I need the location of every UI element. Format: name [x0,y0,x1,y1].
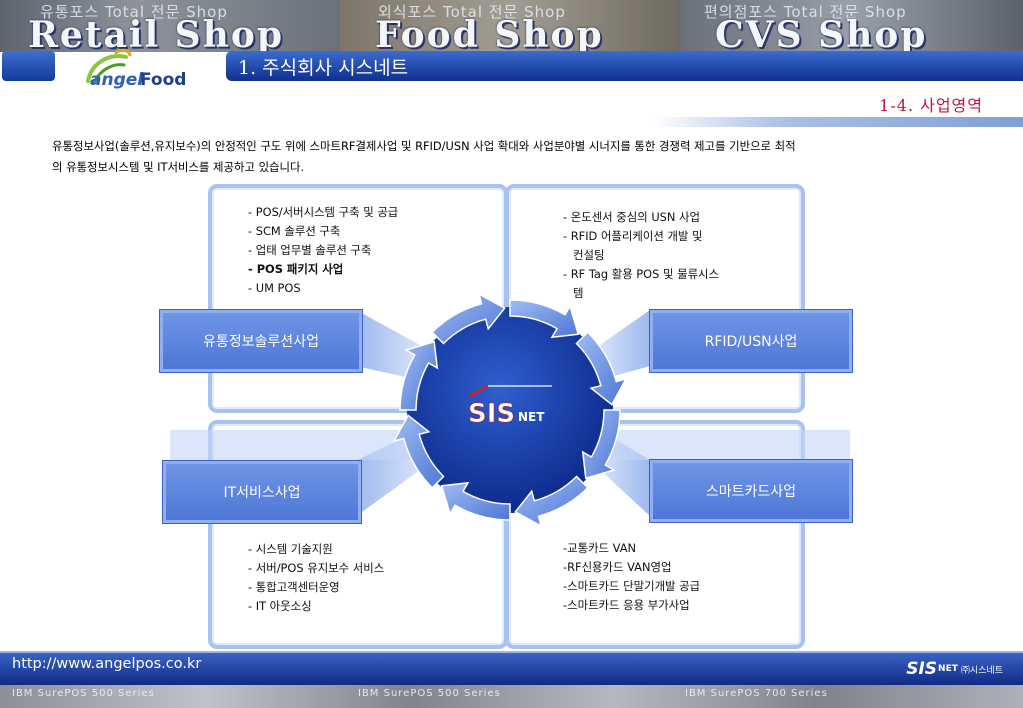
section-underline [653,117,1023,127]
cycle-arrow [581,409,621,480]
list-item: -스마트카드 단말기개발 공급 [563,579,701,593]
label-it-service: IT서비스사업 [163,461,361,523]
banner-photo-cvs [680,0,1023,52]
list-item: - RFID 어플리케이션 개발 및 [563,229,703,243]
header-left-tab [2,51,55,81]
list-item: - POS/서버시스템 구축 및 공급 [248,205,399,219]
list-item: - 온도센서 중심의 USN 사업 [563,210,700,224]
section-title: 1-4. 사업영역 [879,96,983,115]
label-distribution-solution: 유통정보솔루션사업 [160,310,362,372]
list-item: - RF Tag 활용 POS 및 물류시스 [563,267,720,281]
footer-strip-text: IBM SurePOS 700 Series [685,688,828,699]
page-title: 1. 주식회사 시스네트 [238,57,409,79]
intro-line-1: 유통정보사업(솔루션,유지보수)의 안정적인 구도 위에 스마트RF결제사업 및… [52,139,796,153]
list-item: - IT 아웃소싱 [248,599,312,613]
cycle-arrows [392,292,628,528]
banner-photo-retail [0,0,340,52]
banner-photo-food [340,0,680,52]
list-item: - 서버/POS 유지보수 서비스 [248,561,385,575]
angelfood-logo: angel Food [86,48,186,90]
list-rfid-usn: - 온도센서 중심의 USN 사업 - RFID 어플리케이션 개발 및 컨설팅… [563,208,719,303]
beam-band-left [170,430,415,460]
banner-tag-food: 외식포스 Total 전문 Shop [378,3,566,21]
cycle-arrow [431,292,506,345]
intro-paragraph: 유통정보사업(솔루션,유지보수)의 안정적인 구도 위에 스마트RF결제사업 및… [52,136,982,178]
title-bar [226,51,1023,81]
label-rfid-usn: RFID/USN사업 [650,310,852,372]
list-item: - SCM 솔루션 구축 [248,224,341,238]
logo-text-angel: angel [90,70,144,90]
footer-strip-text: IBM SurePOS 500 Series [12,688,155,699]
footer-brand-company: ㈜시스네트 [960,665,1003,676]
list-item: - 통합고객센터운영 [248,580,340,594]
banner-title-cvs: CVS Shop [715,14,928,52]
center-cycle: SIS NET [392,292,628,528]
list-item: - 업태 업무별 솔루션 구축 [248,243,372,257]
beam-top-right [600,310,650,380]
list-item: 컨설팅 [573,248,605,262]
center-circle [407,307,613,513]
logo-text-food: Food [140,70,186,90]
cycle-arrow [399,340,439,411]
list-it-service: - 시스템 기술지원 - 서버/POS 유지보수 서비스 - 통합고객센터운영 … [248,540,384,616]
footer-bar [0,651,1023,687]
cycle-arrow [509,299,580,339]
list-item: 템 [573,286,584,300]
cycle-arrow [514,475,589,528]
list-item: -RF신용카드 VAN영업 [563,560,672,574]
list-item: - 시스템 기술지원 [248,542,333,556]
footer-brand-main: SIS [906,659,938,679]
banner-title-food: Food Shop [375,14,604,52]
beam-band-right [605,430,850,460]
list-item: -스마트카드 응용 부가사업 [563,598,690,612]
cycle-arrow [575,331,628,406]
list-item: - POS 패키지 사업 [248,262,344,276]
cycle-arrow [392,414,445,489]
sisnet-center-logo: SIS NET [468,384,552,429]
list-smartcard: -교통카드 VAN -RF신용카드 VAN영업 -스마트카드 단말기개발 공급 … [563,539,700,615]
banner-tag-cvs: 편의점포스 Total 전문 Shop [704,3,907,21]
top-banner: 유통포스 Total 전문 Shop 외식포스 Total 전문 Shop 편의… [0,0,1023,52]
list-item: - UM POS [248,281,301,295]
list-distribution-solution: - POS/서버시스템 구축 및 공급 - SCM 솔루션 구축 - 업태 업무… [248,203,398,298]
footer-brand-sub: NET [938,664,958,674]
center-logo-main: SIS [468,399,515,429]
banner-title-retail: Retail Shop [28,14,285,52]
center-logo-sub: NET [518,410,545,424]
banner-tag-retail: 유통포스 Total 전문 Shop [40,3,228,21]
intro-line-2: 의 유통정보시스템 및 IT서비스를 제공하고 있습니다. [52,160,305,174]
footer-url-link[interactable]: http://www.angelpos.co.kr [12,656,202,672]
footer-strip-text: IBM SurePOS 500 Series [358,688,501,699]
cycle-arrow [440,481,511,521]
label-smartcard: 스마트카드사업 [650,460,852,522]
beam-top-left [356,310,420,380]
footer-photo-strip: IBM SurePOS 500 Series IBM SurePOS 500 S… [0,685,1023,708]
footer-brand-logo: SIS NET ㈜시스네트 [906,658,1003,680]
list-item: -교통카드 VAN [563,541,637,555]
